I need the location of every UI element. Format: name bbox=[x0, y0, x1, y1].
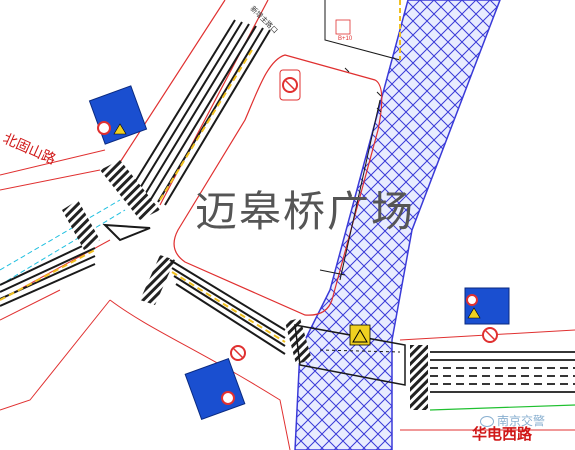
zebra-crossing-west bbox=[62, 200, 100, 250]
guide-sign-south bbox=[184, 357, 246, 421]
watermark-icon bbox=[480, 416, 494, 428]
watermark-text: 南京交警 bbox=[497, 414, 546, 428]
no-turn-sign-east bbox=[482, 327, 498, 343]
lane-markings-west bbox=[0, 239, 96, 307]
guide-sign-east bbox=[464, 287, 510, 325]
no-turn-sign-south bbox=[230, 345, 246, 361]
rail-corridor bbox=[294, 0, 501, 450]
marker-label: B+10 bbox=[338, 36, 353, 42]
lane-markings-south bbox=[169, 259, 286, 355]
no-turn-sign-north bbox=[279, 69, 301, 101]
zebra-crossing-east bbox=[410, 345, 428, 410]
zebra-crossing-south bbox=[285, 318, 312, 364]
lane-markings-nw bbox=[129, 19, 271, 206]
road-name-southeast: 华电西路 bbox=[472, 425, 533, 443]
guide-sign-nw bbox=[88, 85, 148, 145]
center-line-west bbox=[0, 249, 96, 301]
zebra-crossing-sw bbox=[140, 255, 175, 305]
north-area bbox=[324, 0, 401, 61]
center-line-south bbox=[171, 271, 286, 343]
plaza-name: 迈皋桥广场 bbox=[195, 187, 416, 236]
watermark: 南京交警 bbox=[480, 412, 545, 429]
lane-markings-east bbox=[430, 351, 575, 393]
zebra-crossing-nw bbox=[100, 160, 160, 220]
traffic-island bbox=[102, 223, 151, 242]
warning-sign bbox=[349, 324, 371, 346]
